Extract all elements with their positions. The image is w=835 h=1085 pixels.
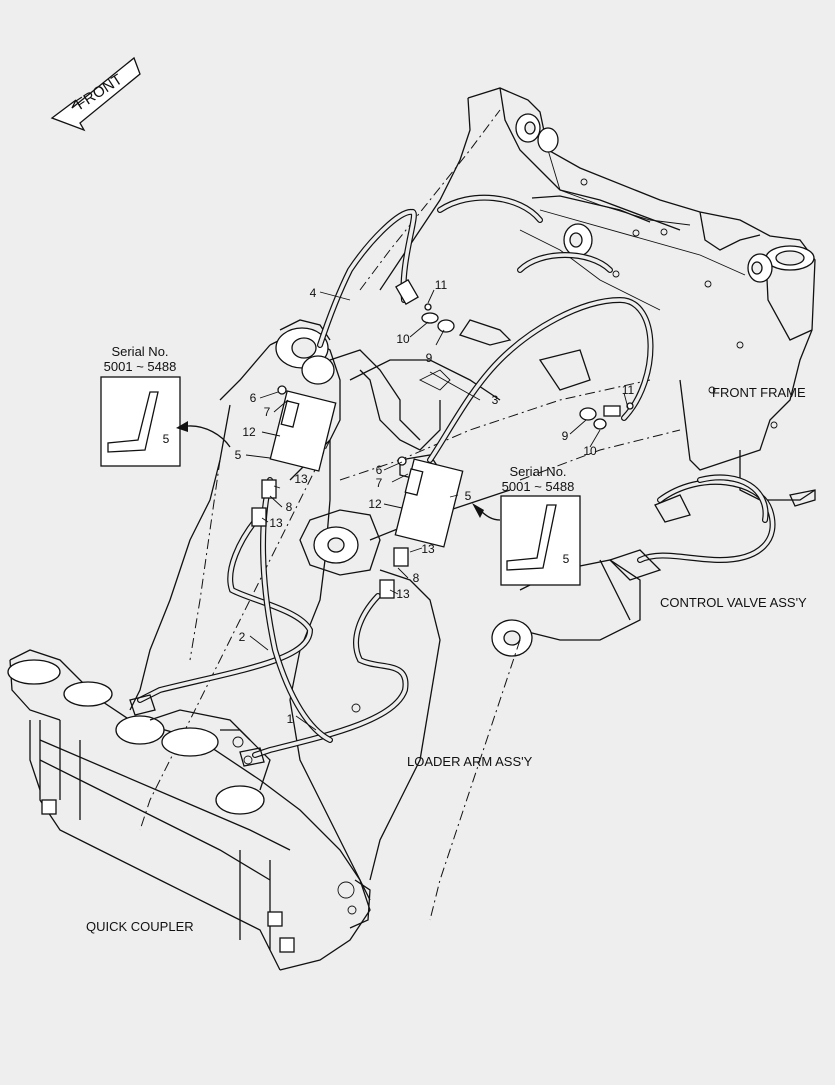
callout-3: 3 (492, 393, 499, 407)
callout-6-left: 6 (250, 391, 257, 405)
callouts: 4 11 10 9 3 6 7 12 5 13 8 13 6 7 5 12 13… (235, 278, 635, 726)
serial-left-part: 5 (163, 432, 170, 446)
quick-coupler (7, 649, 371, 971)
callout-8-left: 8 (286, 500, 293, 514)
fittings (129, 278, 691, 767)
callout-9-top: 9 (426, 351, 433, 365)
callout-2: 2 (239, 630, 246, 644)
leader-lines (245, 289, 629, 731)
serial-box-right: Serial No. 5001 ~ 5488 5 (472, 464, 581, 586)
serial-left-title: Serial No. (111, 344, 168, 359)
serial-right-title: Serial No. (509, 464, 566, 479)
callout-11-top: 11 (435, 278, 448, 292)
callout-11-right: 11 (622, 383, 635, 397)
callout-13-mid-b: 13 (396, 587, 410, 601)
label-control-valve: CONTROL VALVE ASS'Y (660, 595, 807, 610)
serial-box-left: Serial No. 5001 ~ 5488 5 (100, 344, 231, 467)
serial-left-range: 5001 ~ 5488 (104, 359, 177, 374)
callout-12-mid: 12 (368, 497, 382, 511)
serial-left-frame (100, 376, 181, 467)
callout-13-mid-a: 13 (421, 542, 435, 556)
callout-7-mid: 7 (376, 476, 383, 490)
label-quick-coupler: QUICK COUPLER (86, 919, 194, 934)
serial-right-part: 5 (563, 552, 570, 566)
front-frame (379, 87, 816, 507)
callout-4: 4 (310, 286, 317, 300)
callout-5-mid: 5 (465, 489, 472, 503)
callout-8-mid: 8 (413, 571, 420, 585)
assembly-labels: FRONT FRAME CONTROL VALVE ASS'Y LOADER A… (86, 385, 807, 934)
callout-10-top: 10 (396, 332, 410, 346)
callout-5-left: 5 (235, 448, 242, 462)
callout-1: 1 (287, 712, 294, 726)
callout-7-left: 7 (264, 405, 271, 419)
loader-arm (129, 319, 641, 929)
serial-right-range: 5001 ~ 5488 (502, 479, 575, 494)
callout-10-right: 10 (583, 444, 597, 458)
callout-13-left-a: 13 (294, 472, 308, 486)
label-front-frame: FRONT FRAME (712, 385, 806, 400)
callout-13-left-b: 13 (269, 516, 283, 530)
front-arrow: FRONT (50, 56, 141, 132)
callout-9-right: 9 (562, 429, 569, 443)
label-loader-arm: LOADER ARM ASS'Y (407, 754, 533, 769)
callout-6-mid: 6 (376, 463, 383, 477)
callout-12-left: 12 (242, 425, 256, 439)
